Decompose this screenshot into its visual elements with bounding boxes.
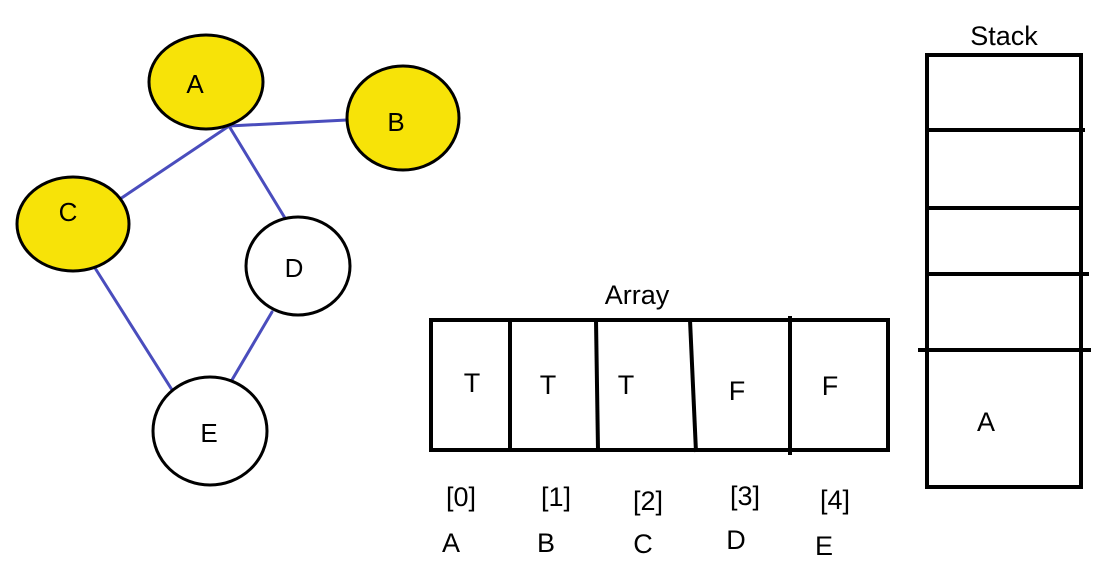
array-outline	[429, 318, 890, 452]
graph-node-b: B	[345, 64, 461, 172]
array: Array T T T F F [0] [1] [2] [3] [4] A B …	[429, 280, 890, 561]
stack: Stack A	[918, 21, 1091, 489]
edge-d-e	[227, 310, 274, 387]
node-b-circle	[345, 64, 461, 172]
edge-a-c	[115, 124, 231, 203]
node-e-label: E	[200, 418, 217, 448]
array-node-name-0: A	[442, 528, 460, 558]
array-index-2: [2]	[633, 486, 663, 516]
array-cell-value-1: T	[540, 370, 557, 400]
node-a-circle	[147, 33, 265, 131]
graph-node-c: C	[15, 175, 131, 273]
graph-nodes: A B C D E	[15, 33, 461, 487]
node-d-label: D	[285, 253, 304, 283]
graph-node-a: A	[147, 33, 265, 131]
stack-slot-4: A	[977, 407, 995, 437]
edge-a-b	[227, 118, 349, 128]
array-title: Array	[605, 280, 670, 310]
array-node-name-3: D	[726, 525, 746, 555]
array-index-3: [3]	[730, 481, 760, 511]
array-cell-value-0: T	[464, 368, 481, 398]
edge-c-e	[93, 266, 176, 395]
array-cell-value-3: F	[729, 376, 746, 406]
edge-a-d	[227, 124, 290, 225]
array-index-0: [0]	[446, 482, 476, 512]
node-a-label: A	[186, 69, 204, 99]
graph-node-d: D	[244, 215, 352, 317]
node-c-circle	[15, 175, 131, 273]
array-node-name-1: B	[537, 528, 555, 558]
array-divider-3	[688, 319, 698, 453]
array-node-name-4: E	[815, 531, 833, 561]
array-cell-value-2: T	[618, 370, 635, 400]
array-divider-2	[594, 319, 600, 451]
node-d-circle	[244, 215, 352, 317]
array-index-4: [4]	[820, 485, 850, 515]
array-cell-value-4: F	[822, 371, 839, 401]
array-index-1: [1]	[541, 482, 571, 512]
node-e-circle	[151, 375, 269, 487]
stack-outline	[925, 53, 1083, 489]
graph-edges	[93, 118, 349, 395]
node-b-label: B	[387, 107, 404, 137]
graph-node-e: E	[151, 375, 269, 487]
stack-title: Stack	[970, 21, 1038, 51]
array-node-name-2: C	[633, 529, 653, 559]
node-c-label: C	[59, 197, 78, 227]
